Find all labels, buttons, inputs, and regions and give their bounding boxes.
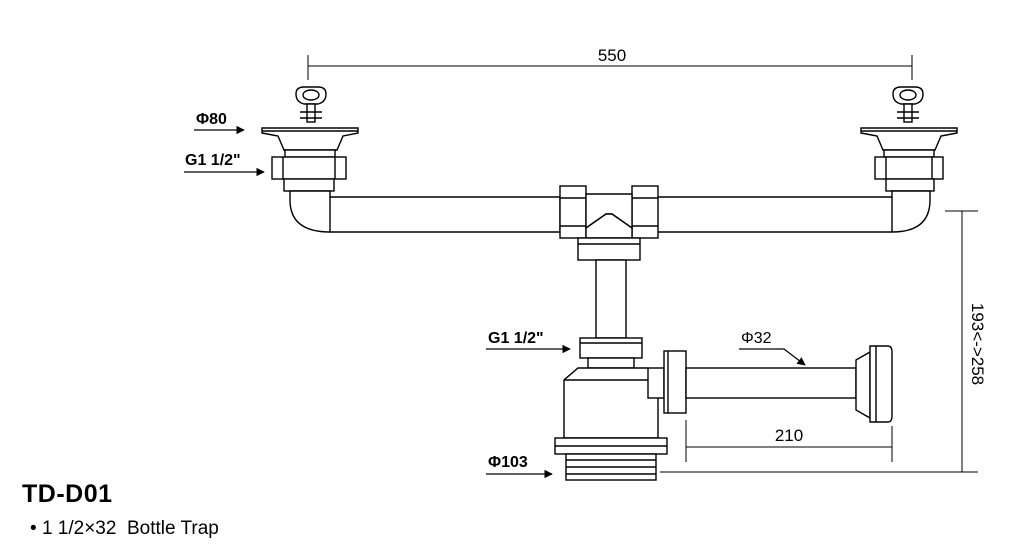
horizontal-pipe: [289, 190, 931, 233]
bottle-body: [554, 357, 668, 481]
outlet-length-dimension: [685, 420, 893, 462]
strainer-diameter-label: Φ80: [196, 111, 227, 128]
outlet-diameter-arrow: [739, 348, 806, 366]
bullet-glyph: •: [30, 518, 37, 539]
product-description-text: 1 1/2×32 Bottle Trap: [41, 518, 219, 539]
outlet-length-label: 210: [775, 426, 803, 445]
height-dimension-label: 193<->258: [968, 303, 987, 385]
product-model: TD-D01: [22, 480, 113, 508]
outlet-arm: [647, 345, 893, 423]
height-dimension: [660, 210, 978, 473]
strainer-thread-label: G1 1/2": [185, 152, 241, 169]
width-dimension-label: 550: [598, 46, 626, 65]
product-description: • 1 1/2×32 Bottle Trap: [30, 518, 219, 540]
tail-thread-label: G1 1/2": [488, 330, 544, 347]
left-strainer: [261, 86, 359, 192]
right-strainer: [860, 86, 958, 192]
tail-pipe: [579, 259, 643, 359]
width-dimension: [307, 55, 913, 80]
bottle-diameter-label: Φ103: [488, 454, 528, 471]
outlet-diameter-label: Φ32: [741, 330, 772, 347]
center-tee: [559, 185, 659, 261]
